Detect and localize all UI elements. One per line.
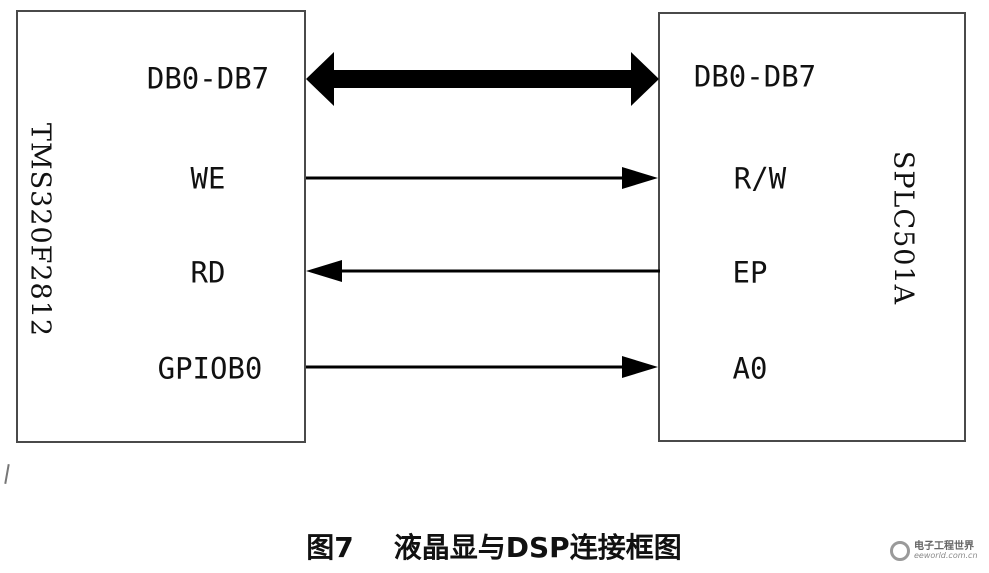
right-pin-rw: R/W xyxy=(733,161,787,196)
tms320f2812-block xyxy=(16,10,306,443)
figure-caption: 图7 液晶显与DSP连接框图 xyxy=(306,534,681,562)
watermark-site: eeworld.com.cn xyxy=(914,551,978,561)
right-pin-db0-db7: DB0-DB7 xyxy=(693,59,817,94)
gpiob0-to-a0-arrow xyxy=(306,356,658,378)
data-bus-double-arrow xyxy=(306,52,659,106)
right-pin-ep: EP xyxy=(732,255,768,290)
ep-to-rd-arrow xyxy=(306,260,660,282)
figure-title: 液晶显与DSP连接框图 xyxy=(393,531,682,564)
we-to-rw-arrow xyxy=(306,167,658,189)
watermark: 电子工程世界 eeworld.com.cn xyxy=(890,536,982,566)
left-pin-rd: RD xyxy=(190,255,226,290)
right-pin-a0: A0 xyxy=(732,351,768,386)
figure-number: 图7 xyxy=(306,531,354,564)
left-pin-db0-db7: DB0-DB7 xyxy=(146,61,270,96)
eeworld-logo-icon xyxy=(890,541,910,561)
splc501a-block xyxy=(658,12,966,442)
left-pin-gpiob0: GPIOB0 xyxy=(157,351,263,386)
watermark-brand: 电子工程世界 xyxy=(914,540,974,552)
left-pin-we: WE xyxy=(190,161,226,196)
